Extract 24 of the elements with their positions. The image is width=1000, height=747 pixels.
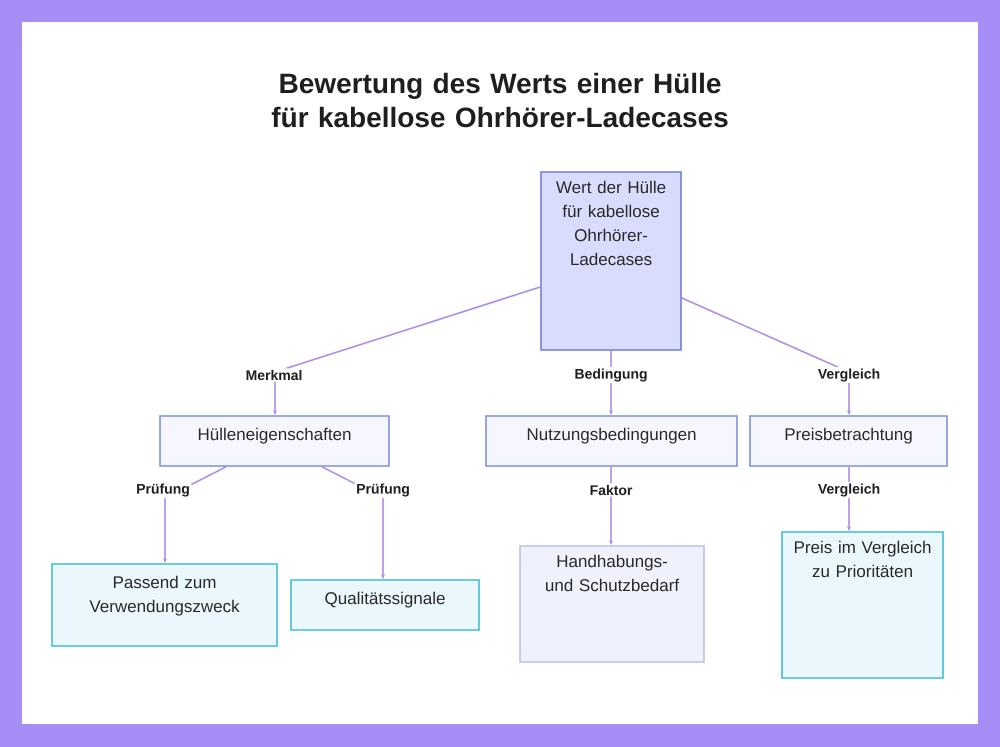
box xyxy=(290,579,480,631)
box xyxy=(159,415,390,467)
box-text: Wert der Hülle für kabellose Ohrhörer-Ladecases xyxy=(556,180,666,266)
box-text: Preis im Vergleich zu Prioritäten xyxy=(794,540,930,578)
title: Bewertung des Werts einer Hülle für kabellose Ohrhörer-Ladecases xyxy=(272,72,728,128)
box xyxy=(749,415,948,467)
box-text: Qualitätssignale xyxy=(325,592,445,608)
edge-label: Prüfung xyxy=(354,482,412,498)
edge-label: Prüfung xyxy=(134,482,192,498)
box xyxy=(781,531,944,679)
box-text: Nutzungsbedingungen xyxy=(528,428,696,444)
edge-label: Faktor xyxy=(588,483,634,497)
edge-label: Vergleich xyxy=(816,482,882,498)
box xyxy=(485,415,738,467)
box xyxy=(51,563,278,647)
edge-label: Merkmal xyxy=(244,368,304,382)
edge-label: Vergleich xyxy=(816,366,882,384)
box-text: Hülleneigenschaften xyxy=(198,428,350,444)
box xyxy=(540,171,682,351)
box-text: Handhabungs- und Schutzbedarf xyxy=(546,554,680,592)
box xyxy=(519,545,705,663)
box-text: Preisbetrachtung xyxy=(786,428,912,444)
edge-label: Bedingung xyxy=(572,366,650,384)
box-text: Passend zum Verwendungszweck xyxy=(89,576,240,616)
